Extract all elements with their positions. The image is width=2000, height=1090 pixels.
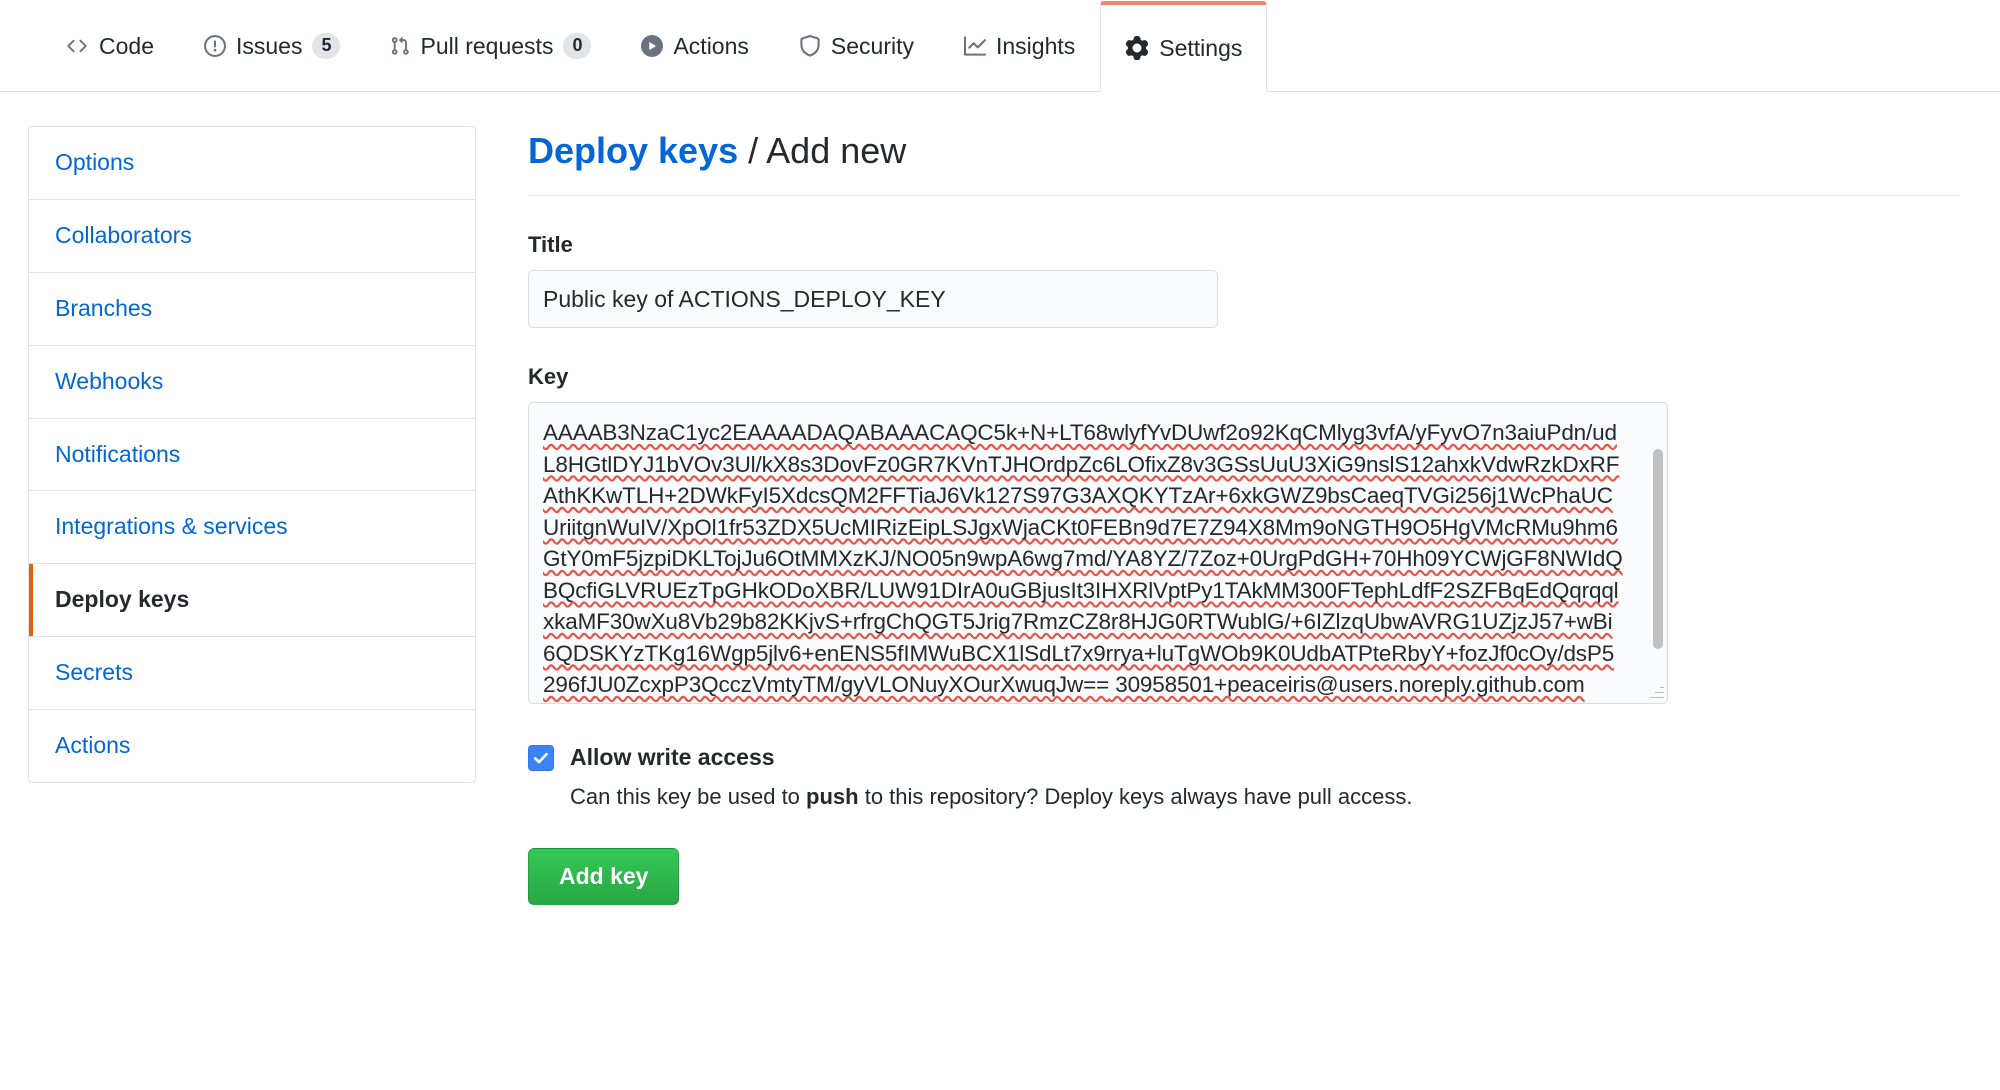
tab-actions[interactable]: Actions <box>616 0 773 91</box>
check-icon <box>534 752 548 763</box>
title-input[interactable] <box>528 270 1218 328</box>
add-key-button[interactable]: Add key <box>528 847 680 905</box>
tab-pull-requests-counter: 0 <box>563 33 592 59</box>
key-textarea-scrollbar[interactable] <box>1653 409 1663 697</box>
tab-issues-label: Issues <box>235 32 303 59</box>
title-field-label: Title <box>528 232 573 257</box>
settings-page: Options Collaborators Branches Webhooks … <box>0 92 2000 905</box>
key-body: AAAAB3NzaC1yc2EAAAADAQABAAACAQC5k+N+LT68… <box>543 420 1623 697</box>
allow-write-access-help: Can this key be used to push to this rep… <box>570 782 1960 812</box>
git-pull-request-icon <box>390 35 410 57</box>
textarea-resize-handle[interactable] <box>1647 683 1665 701</box>
scrollbar-thumb[interactable] <box>1653 449 1663 649</box>
graph-icon <box>964 35 986 57</box>
tab-actions-label: Actions <box>673 32 749 59</box>
sidebar-item-branches[interactable]: Branches <box>29 273 475 346</box>
play-icon <box>641 35 664 57</box>
key-field-label: Key <box>528 364 569 389</box>
tab-security-label: Security <box>830 32 914 59</box>
sidebar-item-label: Integrations & services <box>55 513 288 540</box>
tab-security[interactable]: Security <box>774 0 939 91</box>
sidebar-item-label: Branches <box>55 294 153 321</box>
allow-write-access-checkbox[interactable] <box>528 744 554 771</box>
sidebar-item-integrations-and-services[interactable]: Integrations & services <box>29 491 475 565</box>
settings-sidebar: Options Collaborators Branches Webhooks … <box>28 126 476 784</box>
sidebar-item-label: Secrets <box>55 659 133 686</box>
gear-icon <box>1125 36 1149 60</box>
sidebar-item-options[interactable]: Options <box>29 127 475 200</box>
allow-write-access-label[interactable]: Allow write access <box>570 744 775 770</box>
tab-pull-requests[interactable]: Pull requests 0 <box>365 0 616 91</box>
key-textarea[interactable]: AAAAB3NzaC1yc2EAAAADAQABAAACAQC5k+N+LT68… <box>528 402 1668 704</box>
sidebar-item-collaborators[interactable]: Collaborators <box>29 200 475 273</box>
key-textarea-value: AAAAB3NzaC1yc2EAAAADAQABAAACAQC5k+N+LT68… <box>543 417 1649 701</box>
sidebar-item-webhooks[interactable]: Webhooks <box>29 346 475 419</box>
help-bold-push: push <box>806 784 859 809</box>
repo-navigation-bar: Code Issues 5 Pull requests 0 Actions <box>0 0 2000 92</box>
sidebar-item-label: Actions <box>55 732 131 759</box>
breadcrumb-current: Add new <box>766 130 907 171</box>
sidebar-item-label: Options <box>55 149 135 175</box>
code-icon <box>65 36 89 56</box>
tab-settings-label: Settings <box>1159 34 1243 61</box>
sidebar-item-deploy-keys[interactable]: Deploy keys <box>29 564 475 638</box>
tab-code[interactable]: Code <box>40 0 179 91</box>
tab-code-label: Code <box>99 32 154 59</box>
sidebar-item-actions[interactable]: Actions <box>29 710 475 782</box>
page-title: Deploy keys / Add new <box>528 128 1960 196</box>
help-suffix: to this repository? Deploy keys always h… <box>858 784 1413 809</box>
help-prefix: Can this key be used to <box>570 784 807 809</box>
sidebar-item-notifications[interactable]: Notifications <box>29 419 475 492</box>
tab-issues[interactable]: Issues 5 <box>179 0 366 91</box>
allow-write-access-row: Allow write access <box>528 744 1960 771</box>
tab-pull-requests-label: Pull requests <box>420 32 554 59</box>
repo-tab-list: Code Issues 5 Pull requests 0 Actions <box>40 0 1268 92</box>
breadcrumb-separator: / <box>748 130 759 171</box>
shield-icon <box>799 35 821 57</box>
key-comment: 30958501+peaceiris@users.noreply.github.… <box>1109 672 1585 697</box>
tab-issues-counter: 5 <box>312 33 341 59</box>
tab-insights-label: Insights <box>996 32 1076 59</box>
sidebar-item-label: Deploy keys <box>55 586 190 613</box>
issue-opened-icon <box>203 35 226 57</box>
sidebar-item-label: Notifications <box>55 440 181 467</box>
sidebar-item-label: Collaborators <box>55 221 192 248</box>
deploy-key-form: Deploy keys / Add new Title Key AAAAB3Nz… <box>528 126 1960 905</box>
tab-settings[interactable]: Settings <box>1100 1 1268 92</box>
breadcrumb-deploy-keys-link[interactable]: Deploy keys <box>528 130 739 171</box>
sidebar-item-label: Webhooks <box>55 367 164 394</box>
sidebar-item-secrets[interactable]: Secrets <box>29 637 475 711</box>
tab-insights[interactable]: Insights <box>939 0 1100 91</box>
